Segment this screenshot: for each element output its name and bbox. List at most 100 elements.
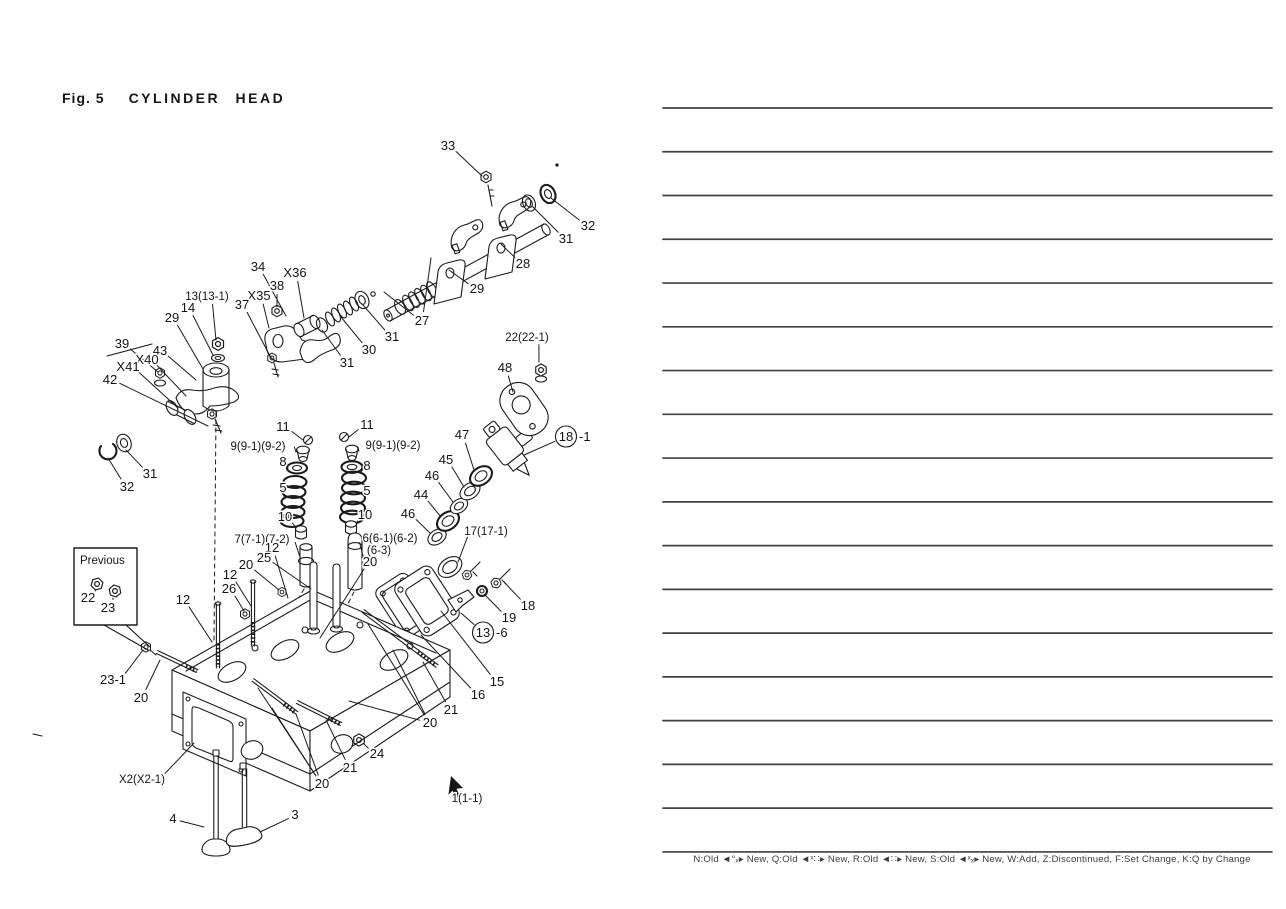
leader-line bbox=[167, 355, 197, 381]
part-label: 20 bbox=[363, 554, 377, 569]
part-label: 20 bbox=[239, 557, 253, 572]
part-label: 24 bbox=[370, 746, 384, 761]
clip-13-6 bbox=[447, 589, 475, 613]
nut-33 bbox=[480, 170, 492, 184]
part-label: 9(9-1)(9-2) bbox=[231, 441, 286, 453]
part-label: 16 bbox=[471, 687, 485, 702]
notes-ruled-lines bbox=[662, 107, 1273, 853]
part-label-suffix: -6 bbox=[496, 625, 508, 640]
leader-line bbox=[464, 442, 475, 471]
washer-19 bbox=[475, 584, 489, 598]
leader-line bbox=[291, 522, 297, 529]
leader-line bbox=[348, 700, 421, 721]
part-label: 47 bbox=[455, 427, 469, 442]
leader-line bbox=[272, 562, 312, 590]
leader-line bbox=[164, 742, 195, 774]
part-label: 23 bbox=[101, 600, 115, 615]
leader-line bbox=[420, 634, 472, 689]
part-label: 6(6-1)(6-2) bbox=[363, 533, 418, 545]
nut-22 bbox=[535, 363, 547, 377]
part-label: 28 bbox=[516, 256, 530, 271]
leader-line bbox=[448, 269, 469, 285]
leader-line bbox=[271, 707, 317, 777]
label-circle bbox=[554, 425, 578, 448]
part-label: 20 bbox=[134, 690, 148, 705]
part-label: 43 bbox=[153, 343, 167, 358]
leader-line bbox=[363, 743, 369, 749]
leader-line bbox=[262, 303, 270, 329]
part-label: 31 bbox=[143, 466, 157, 481]
part-label: 21 bbox=[444, 702, 458, 717]
leader-line bbox=[259, 818, 289, 833]
nut-43 bbox=[155, 367, 165, 379]
leader-line bbox=[503, 581, 521, 600]
leader-line bbox=[460, 612, 475, 626]
leader-line bbox=[500, 243, 516, 259]
part-label: 10 bbox=[358, 507, 372, 522]
part-label: X36 bbox=[283, 265, 306, 280]
leader-line bbox=[254, 569, 280, 591]
previous-parts-box bbox=[73, 547, 151, 651]
leader-line bbox=[415, 518, 431, 534]
leader-line bbox=[156, 365, 187, 397]
part-label: 20 bbox=[423, 715, 437, 730]
part-label: 29 bbox=[470, 281, 484, 296]
mouse-cursor bbox=[448, 776, 463, 798]
leader-line bbox=[422, 661, 447, 703]
part-label: 17(17-1) bbox=[464, 526, 508, 538]
part-label: 23-1 bbox=[100, 672, 126, 687]
part-label: 13 bbox=[476, 625, 490, 640]
part-label: (6-3) bbox=[367, 545, 391, 557]
part-label: 26 bbox=[222, 581, 236, 596]
part-label: 12 bbox=[176, 592, 190, 607]
part-label: 34 bbox=[251, 259, 265, 274]
leader-line bbox=[212, 303, 217, 341]
part-label: 31 bbox=[340, 355, 354, 370]
part-label: 14 bbox=[181, 300, 195, 315]
leader-line bbox=[274, 555, 289, 599]
leader-line bbox=[507, 375, 514, 393]
part-label: 30 bbox=[362, 342, 376, 357]
side-cover-plates bbox=[375, 561, 511, 638]
leader-line bbox=[177, 324, 204, 370]
label-circle bbox=[471, 621, 495, 644]
leader-line bbox=[484, 594, 502, 612]
part-label: 21 bbox=[343, 760, 357, 775]
figure-title: CYLINDER HEAD bbox=[128, 90, 286, 106]
part-label: 25 bbox=[257, 550, 271, 565]
part-label: 29 bbox=[165, 310, 179, 325]
leader-line bbox=[192, 314, 214, 356]
leader-line bbox=[356, 445, 360, 452]
plug-26 bbox=[240, 608, 250, 620]
part-label: 3 bbox=[291, 807, 298, 822]
part-label: 12 bbox=[223, 567, 237, 582]
part-label: 5 bbox=[279, 480, 286, 495]
part-label: Previous bbox=[80, 555, 125, 567]
scan-artifact bbox=[32, 733, 43, 737]
figure-number: Fig. 5 bbox=[62, 90, 105, 106]
leader-line bbox=[107, 457, 122, 480]
leader-line bbox=[297, 280, 305, 319]
leader-line bbox=[119, 382, 209, 427]
leader-line bbox=[451, 466, 465, 488]
part-label: 18 bbox=[559, 429, 573, 444]
injector-cover-plate bbox=[499, 381, 549, 437]
part-label: 13(13-1) bbox=[185, 291, 229, 303]
leader-line bbox=[291, 431, 304, 441]
part-label: X2(X2-1) bbox=[119, 774, 165, 786]
leader-line bbox=[325, 719, 346, 760]
leader-line bbox=[286, 467, 289, 470]
leader-line bbox=[523, 440, 556, 456]
leader-line bbox=[293, 446, 297, 453]
leader-line bbox=[319, 568, 365, 639]
part-label: 18 bbox=[521, 598, 535, 613]
leader-line bbox=[550, 197, 580, 221]
nut-13 bbox=[211, 337, 225, 351]
valve-3 bbox=[225, 826, 263, 847]
leader-line bbox=[129, 348, 159, 373]
leader-line bbox=[246, 311, 271, 357]
mid-rocker-assembly bbox=[264, 290, 376, 378]
part-label: 11 bbox=[360, 417, 374, 432]
